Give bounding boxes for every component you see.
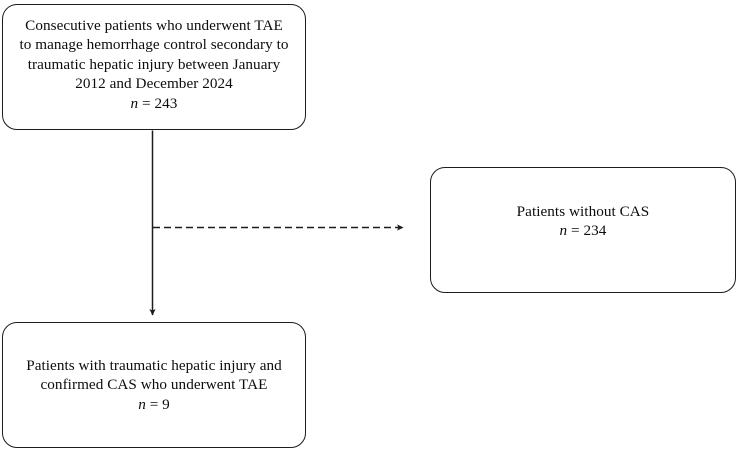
count-value: 243 [154,94,178,112]
count-equals: = [138,94,155,112]
node-source-line-3: traumatic hepatic injury between January [27,55,281,73]
count-value: 9 [162,395,170,413]
node-source-text: Consecutive patients who underwent TAE t… [3,16,305,113]
count-equals: = [145,395,163,413]
count-symbol: n [130,94,139,112]
count-symbol: n [138,395,146,413]
node-excluded-text: Patients without CAS n = 234 [431,202,735,241]
node-included-line-1: Patients with traumatic hepatic injury a… [26,357,282,374]
node-source-line-1: Consecutive patients who underwent TAE [25,17,283,34]
count-value: 234 [583,222,607,240]
node-included-text: Patients with traumatic hepatic injury a… [3,356,305,414]
node-excluded-patients: Patients without CAS n = 234 [430,167,736,293]
node-source-line-4: 2012 and December 2024 [75,75,233,93]
node-included-count: n = 9 [3,395,305,414]
node-source-population: Consecutive patients who underwent TAE t… [2,4,306,130]
node-source-count: n = 243 [3,94,305,113]
node-excluded-line-1: Patients without CAS [516,203,650,220]
count-symbol: n [559,222,568,240]
node-included-line-2: confirmed CAS who underwent TAE [40,376,268,394]
count-equals: = [567,222,584,240]
node-source-line-2: to manage hemorrhage control secondary t… [19,36,289,54]
node-excluded-count: n = 234 [431,221,735,240]
node-included-patients: Patients with traumatic hepatic injury a… [2,322,306,448]
